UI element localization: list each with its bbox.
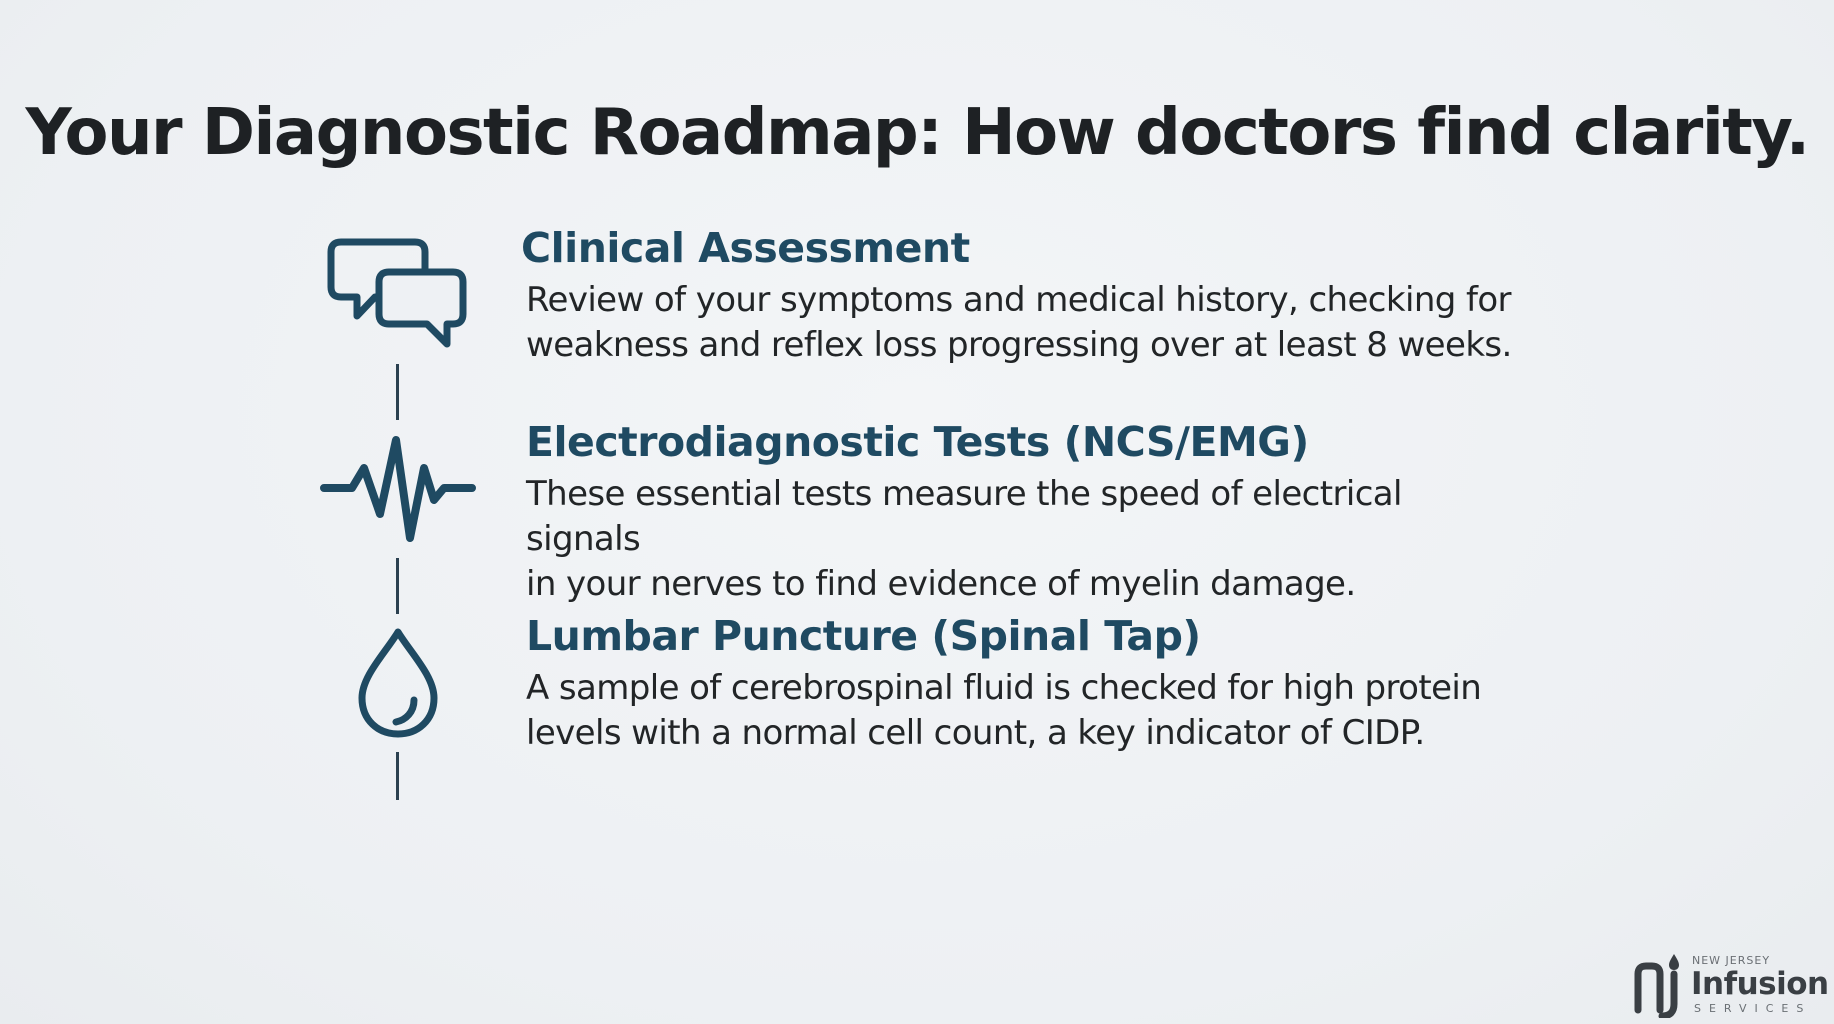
- timeline-connector: [396, 558, 399, 614]
- timeline-connector: [396, 752, 399, 800]
- water-drop-icon: [318, 624, 478, 744]
- nj-logo-mark-icon: [1634, 954, 1679, 1018]
- logo-small-text: NEW JERSEY: [1692, 954, 1771, 967]
- step-heading: Clinical Assessment: [521, 224, 970, 272]
- step-heading: Lumbar Puncture (Spinal Tap): [526, 612, 1201, 660]
- chat-bubbles-icon: [318, 232, 478, 352]
- step-heading: Electrodiagnostic Tests (NCS/EMG): [526, 418, 1309, 466]
- step-description: A sample of cerebrospinal fluid is check…: [526, 668, 1482, 753]
- timeline-connector: [396, 364, 399, 420]
- page-title: Your Diagnostic Roadmap: How doctors fin…: [25, 96, 1811, 170]
- step-description: Review of your symptoms and medical hist…: [526, 280, 1512, 365]
- logo-main-text: Infusion: [1691, 966, 1829, 1002]
- logo-sub-text: SERVICES: [1694, 1002, 1812, 1015]
- heartbeat-pulse-icon: [318, 428, 478, 548]
- nj-infusion-logo: NEW JERSEY Infusion SERVICES: [1634, 952, 1829, 1018]
- step-description: These essential tests measure the speed …: [526, 474, 1402, 604]
